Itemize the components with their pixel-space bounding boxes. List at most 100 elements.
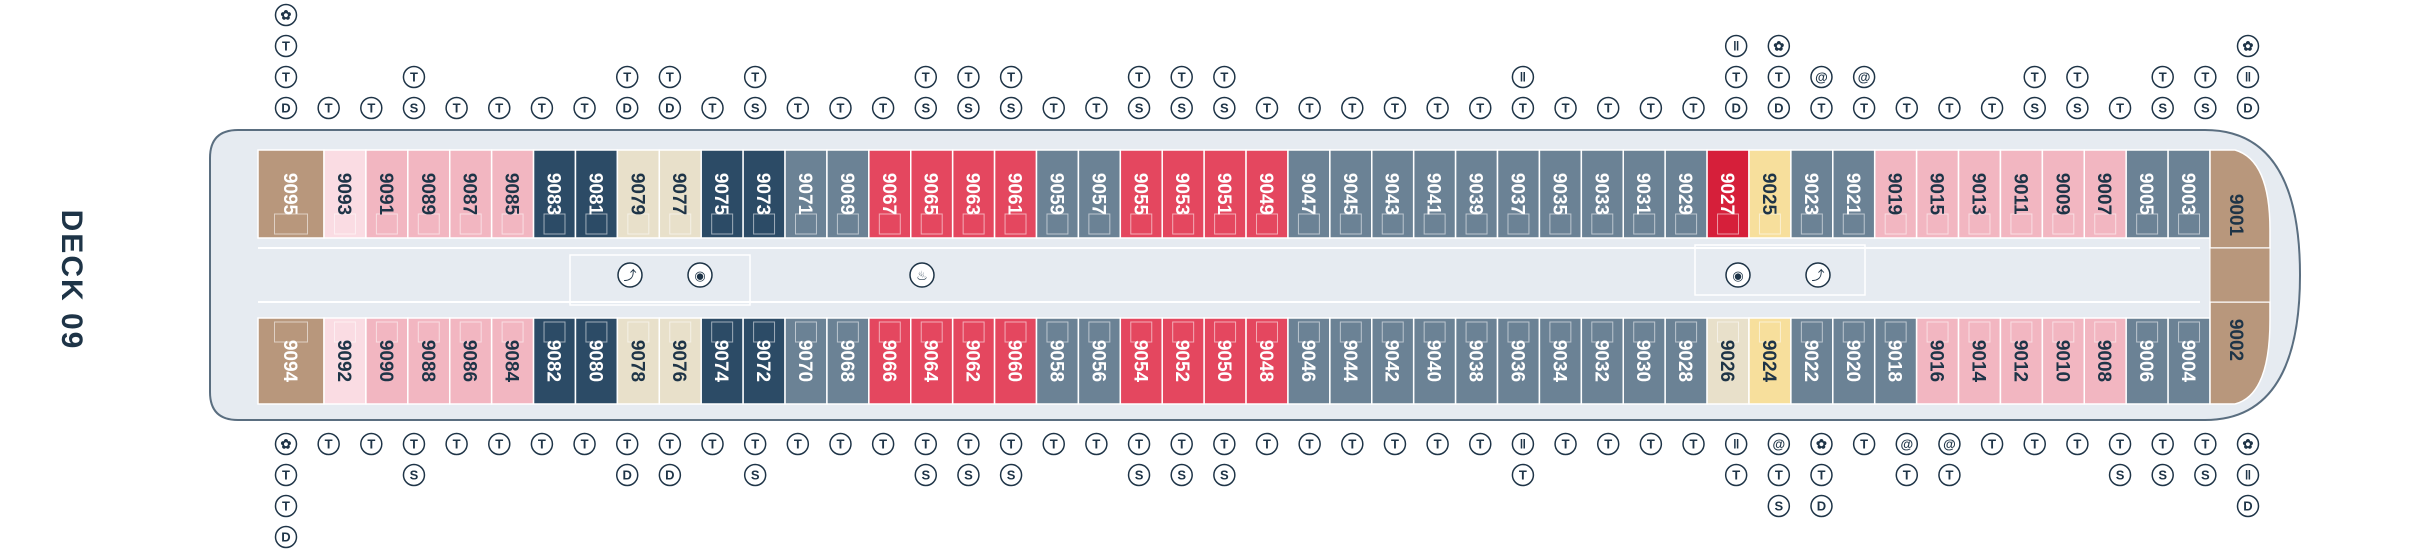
cabin-9037[interactable]: 9037 (1496, 149, 1541, 239)
cabin-9071[interactable]: 9071 (784, 149, 828, 239)
cabin-9051[interactable]: 9051 (1203, 149, 1247, 239)
cabin-9072[interactable]: 9072 (742, 317, 786, 405)
cabin-9029[interactable]: 9029 (1664, 149, 1708, 239)
cabin-9005[interactable]: 9005 (2125, 149, 2169, 239)
cabin-9089[interactable]: 9089 (407, 149, 451, 239)
twin-bed-icon: T (1554, 96, 1577, 120)
twin-bed-icon: T (1852, 96, 1876, 120)
cabin-9001[interactable]: 9001 (2209, 149, 2271, 249)
cabin-9038[interactable]: 9038 (1454, 317, 1499, 405)
cabin-9015[interactable]: 9015 (1915, 149, 1960, 239)
cabin-9002[interactable]: 9002 (2209, 301, 2271, 405)
cabin-9088[interactable]: 9088 (407, 317, 451, 405)
sofa-bed-icon: S (1170, 96, 1193, 120)
cabin-9049[interactable]: 9049 (1245, 149, 1289, 239)
cabin-9063[interactable]: 9063 (951, 149, 996, 239)
cabin-9004[interactable]: 9004 (2167, 317, 2211, 405)
cabin-9011[interactable]: 9011 (1999, 149, 2044, 239)
cabin-9041[interactable]: 9041 (1412, 149, 1457, 239)
cabin-9067[interactable]: 9067 (868, 149, 912, 239)
cabin-9055[interactable]: 9055 (1119, 149, 1163, 239)
cabin-9008[interactable]: 9008 (2083, 317, 2127, 405)
cabin-9054[interactable]: 9054 (1119, 317, 1163, 405)
cabin-9073[interactable]: 9073 (742, 149, 786, 239)
cabin-9009[interactable]: 9009 (2041, 149, 2086, 239)
cabin-9068[interactable]: 9068 (826, 317, 870, 405)
sofa-bed-icon: S (914, 463, 938, 487)
cabin-9027[interactable]: 9027 (1706, 149, 1750, 239)
cabin-9040[interactable]: 9040 (1412, 317, 1457, 405)
cabin-9034[interactable]: 9034 (1538, 317, 1583, 405)
cabin-9074[interactable]: 9074 (700, 317, 744, 405)
cabin-9045[interactable]: 9045 (1329, 149, 1373, 239)
cabin-9056[interactable]: 9056 (1077, 317, 1122, 405)
cabin-9039[interactable]: 9039 (1454, 149, 1499, 239)
cabin-9095[interactable]: 9095 (257, 149, 325, 239)
cabin-9021[interactable]: 9021 (1832, 149, 1876, 239)
cabin-9013[interactable]: 9013 (1957, 149, 2002, 239)
cabin-9085[interactable]: 9085 (490, 149, 535, 239)
cabin-9044[interactable]: 9044 (1329, 317, 1373, 405)
cabin-9066[interactable]: 9066 (868, 317, 912, 405)
cabin-9022[interactable]: 9022 (1790, 317, 1834, 405)
cabin-9047[interactable]: 9047 (1287, 149, 1331, 239)
cabin-9048[interactable]: 9048 (1245, 317, 1289, 405)
cabin-9019[interactable]: 9019 (1873, 149, 1918, 239)
cabin-9060[interactable]: 9060 (993, 317, 1038, 405)
cabin-9018[interactable]: 9018 (1873, 317, 1918, 405)
cabin-number: 9075 (710, 173, 731, 216)
cabin-9090[interactable]: 9090 (365, 317, 409, 405)
cabin-9080[interactable]: 9080 (574, 317, 619, 405)
cabin-9036[interactable]: 9036 (1496, 317, 1541, 405)
cabin-9061[interactable]: 9061 (993, 149, 1038, 239)
cabin-9042[interactable]: 9042 (1371, 317, 1415, 405)
cabin-9070[interactable]: 9070 (784, 317, 828, 405)
cabin-9030[interactable]: 9030 (1622, 317, 1666, 405)
cabin-9014[interactable]: 9014 (1957, 317, 2002, 405)
cabin-9025[interactable]: 9025 (1748, 149, 1792, 239)
cabin-9083[interactable]: 9083 (532, 149, 577, 239)
cabin-9094[interactable]: 9094 (257, 317, 325, 405)
cabin-9069[interactable]: 9069 (826, 149, 870, 239)
cabin-9075[interactable]: 9075 (700, 149, 744, 239)
cabin-9065[interactable]: 9065 (910, 149, 954, 239)
cabin-9007[interactable]: 9007 (2083, 149, 2127, 239)
cabin-9081[interactable]: 9081 (574, 149, 619, 239)
cabin-9035[interactable]: 9035 (1538, 149, 1583, 239)
cabin-9006[interactable]: 9006 (2125, 317, 2169, 405)
cabin-9082[interactable]: 9082 (532, 317, 577, 405)
cabin-9031[interactable]: 9031 (1622, 149, 1666, 239)
cabin-9077[interactable]: 9077 (658, 149, 702, 239)
cabin-9023[interactable]: 9023 (1790, 149, 1834, 239)
cabin-9046[interactable]: 9046 (1287, 317, 1331, 405)
cabin-9062[interactable]: 9062 (951, 317, 996, 405)
cabin-9064[interactable]: 9064 (910, 317, 954, 405)
cabin-9050[interactable]: 9050 (1203, 317, 1247, 405)
cabin-9033[interactable]: 9033 (1580, 149, 1624, 239)
cabin-9012[interactable]: 9012 (1999, 317, 2044, 405)
cabin-9079[interactable]: 9079 (616, 149, 661, 239)
cabin-9003[interactable]: 9003 (2167, 149, 2211, 239)
cabin-9024[interactable]: 9024 (1748, 317, 1792, 405)
cabin-9043[interactable]: 9043 (1371, 149, 1415, 239)
cabin-9093[interactable]: 9093 (323, 149, 367, 239)
cabin-9053[interactable]: 9053 (1161, 149, 1205, 239)
cabin-9057[interactable]: 9057 (1077, 149, 1122, 239)
cabin-9078[interactable]: 9078 (616, 317, 661, 405)
cabin-9086[interactable]: 9086 (448, 317, 493, 405)
cabin-9016[interactable]: 9016 (1915, 317, 1960, 405)
cabin-9028[interactable]: 9028 (1664, 317, 1708, 405)
cabin-9084[interactable]: 9084 (490, 317, 535, 405)
cabin-9058[interactable]: 9058 (1035, 317, 1080, 405)
cabin-9087[interactable]: 9087 (448, 149, 493, 239)
cabin-9010[interactable]: 9010 (2041, 317, 2086, 405)
cabin-9032[interactable]: 9032 (1580, 317, 1624, 405)
cabin-9092[interactable]: 9092 (323, 317, 367, 405)
cabin-9076[interactable]: 9076 (658, 317, 702, 405)
cabin-9026[interactable]: 9026 (1706, 317, 1750, 405)
cabin-9059[interactable]: 9059 (1035, 149, 1080, 239)
cabin-9020[interactable]: 9020 (1832, 317, 1876, 405)
cabin-9052[interactable]: 9052 (1161, 317, 1205, 405)
cabin-9091[interactable]: 9091 (365, 149, 409, 239)
svg-text:S: S (2073, 101, 2082, 116)
